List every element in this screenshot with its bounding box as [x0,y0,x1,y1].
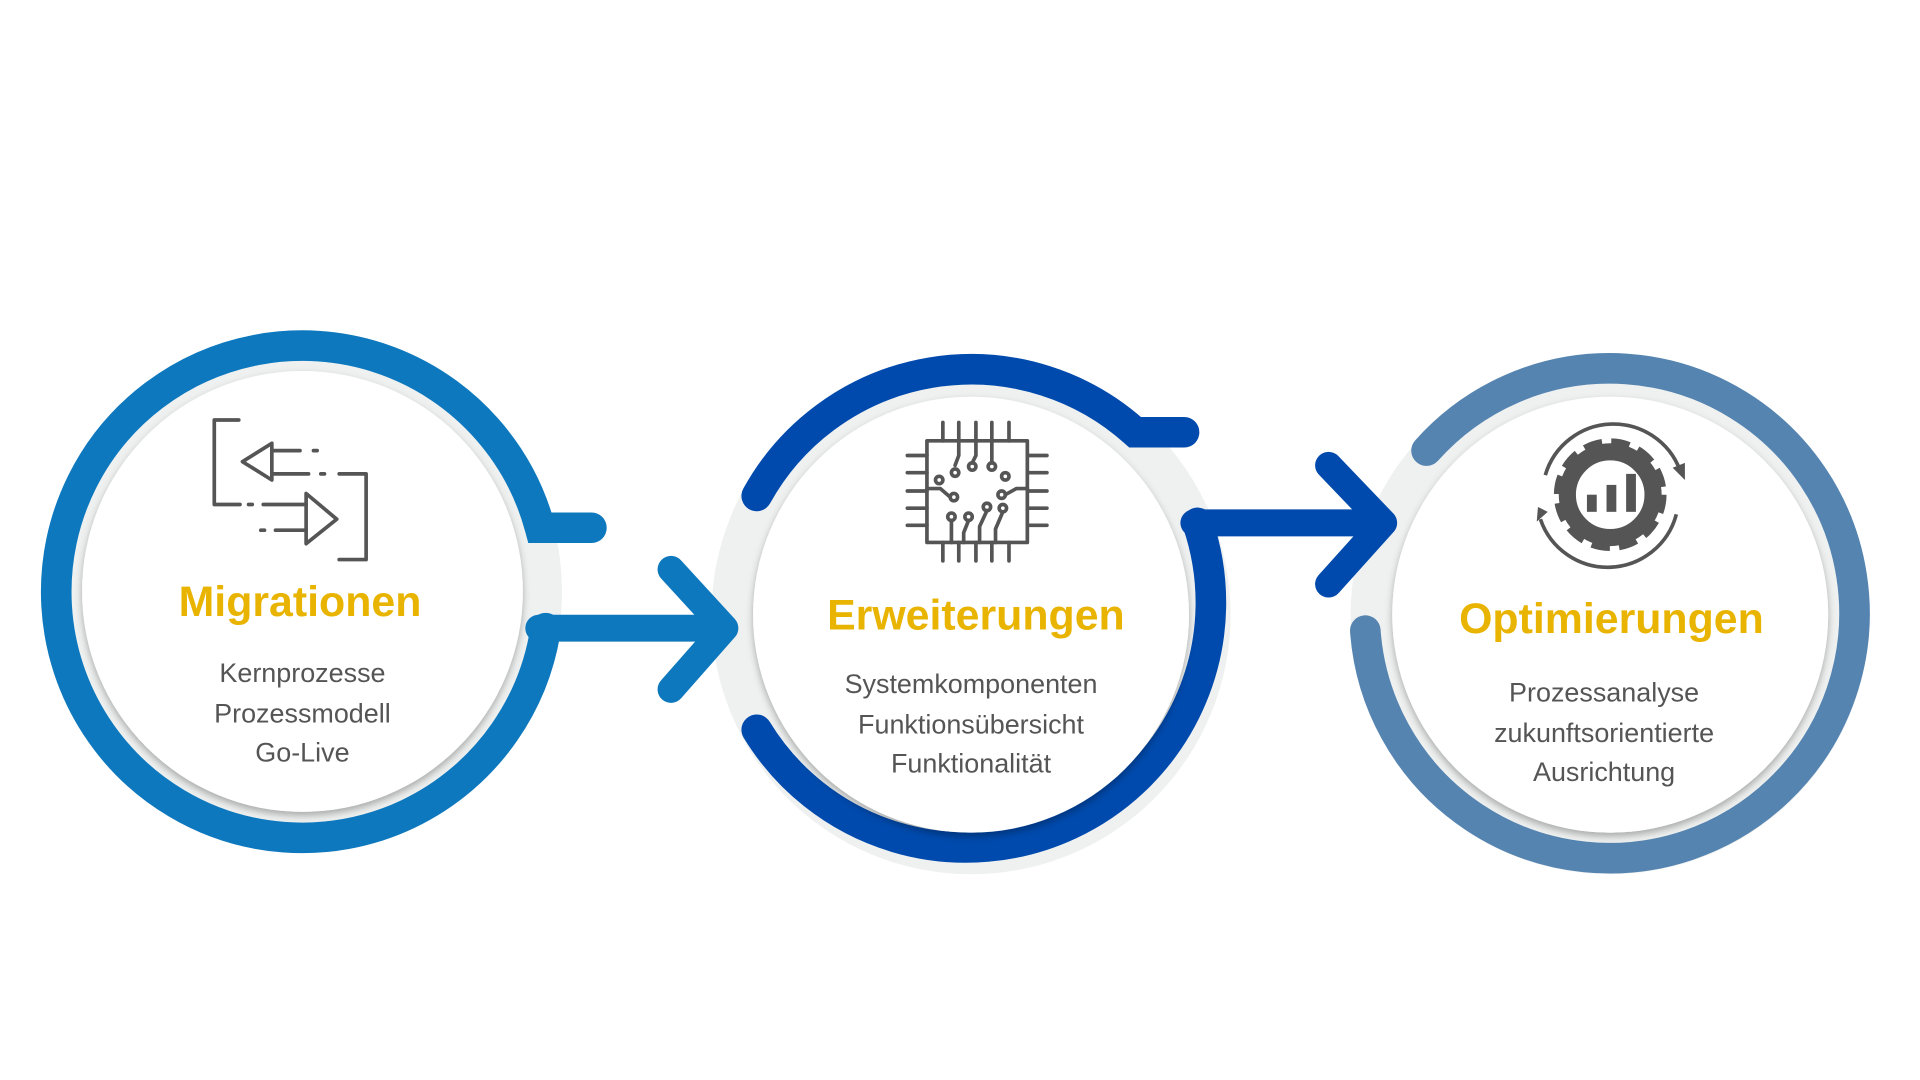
progress-ring [1350,353,1870,874]
inner-circle [82,371,523,812]
inner-circle [1392,396,1829,833]
step-migrationen: Migrationen Kernprozesse Prozessmodell G… [40,330,607,854]
step-line: Ausrichtung [1533,757,1675,787]
step-optimierungen: Optimierungen Prozessanalyse zukunftsori… [1350,353,1870,875]
arrow-1-to-2 [525,555,739,703]
inner-circle [753,396,1189,833]
step-line: Systemkomponenten [845,669,1098,699]
step-line: Prozessmodell [214,698,391,728]
step-line: Go-Live [255,738,349,768]
gear-chart-icon [1536,422,1685,570]
step-line: zukunftsorientierte [1494,718,1714,748]
progress-ring-bottom [741,507,1227,863]
chip-icon [905,420,1049,563]
arrow-head-icon [1315,451,1398,598]
step-line: Funktionalität [891,749,1052,779]
migration-arrows-icon [212,418,368,562]
progress-ring [40,330,607,854]
step-line: Prozessanalyse [1509,678,1699,708]
step-title: Erweiterungen [827,591,1125,639]
progress-ring-top [741,353,1200,512]
arrow-head-icon [657,555,739,703]
step-line: Funktionsübersicht [858,709,1084,739]
arrow-2-to-3 [1180,451,1398,598]
step-line: Kernprozesse [219,658,385,688]
step-title: Migrationen [179,578,422,626]
step-title: Optimierungen [1459,595,1764,643]
step-erweiterungen: Erweiterungen Systemkomponenten Funktion… [711,353,1231,875]
